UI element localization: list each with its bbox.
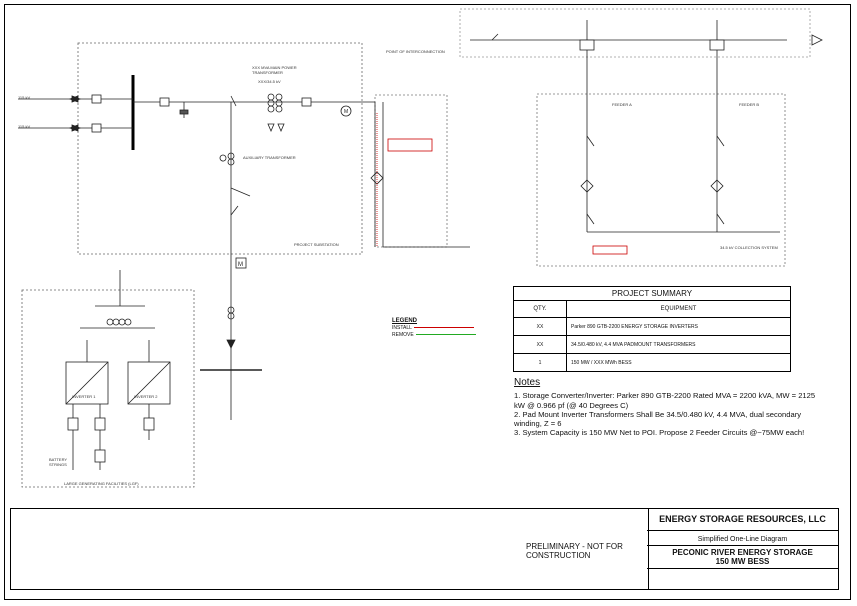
summary-qty-cell: XX bbox=[513, 317, 567, 336]
drawing-sheet bbox=[4, 4, 851, 600]
feeder-a-label: FEEDER A bbox=[612, 102, 632, 107]
inverter-1-label: INVERTER 1 bbox=[72, 394, 96, 399]
summary-qty-header: QTY. bbox=[513, 300, 567, 318]
notes-section: Notes 1. Storage Converter/Inverter: Par… bbox=[514, 377, 824, 438]
summary-qty-cell: 1 bbox=[513, 353, 567, 372]
legend-install-swatch bbox=[413, 327, 474, 328]
utility-boundary bbox=[459, 8, 811, 58]
company-name: ENERGY STORAGE RESOURCES, LLC bbox=[659, 514, 826, 524]
list-item: 1. Storage Converter/Inverter: Parker 89… bbox=[514, 391, 816, 410]
legend-item-remove: REMOVE bbox=[392, 331, 476, 338]
aux-xfmr-label: AUXILIARY TRANSFORMER bbox=[243, 155, 296, 160]
collection-label: 34.5 kV COLLECTION SYSTEM bbox=[720, 245, 778, 250]
project-summary-table: PROJECT SUMMARY QTY. EQUIPMENT XX Parker… bbox=[513, 286, 791, 372]
legend-title: LEGEND bbox=[392, 318, 418, 324]
summary-qty-cell: XX bbox=[513, 335, 567, 354]
notes-title: Notes bbox=[514, 377, 541, 388]
project-name: PECONIC RIVER ENERGY STORAGE 150 MW BESS bbox=[647, 548, 838, 566]
poi-boundary bbox=[374, 94, 448, 248]
feeder-b-label: FEEDER B bbox=[739, 102, 760, 107]
project-substation-label: PROJECT SUBSTATION bbox=[294, 242, 339, 247]
battery-label: BATTERY STRINGS bbox=[49, 457, 68, 467]
legend-remove-swatch bbox=[415, 334, 476, 335]
lgf-label: LARGE GENERATING FACILITIES (LGF) bbox=[64, 481, 139, 486]
svg-text:M: M bbox=[238, 262, 243, 268]
inverter-2-label: INVERTER 2 bbox=[134, 394, 158, 399]
legend-remove-label: REMOVE bbox=[392, 331, 414, 338]
summary-equipment-cell: 34.5/0.480 kV, 4.4 MVA PADMOUNT TRANSFOR… bbox=[566, 335, 791, 354]
main-tx-rating: XXX/34.5 kV bbox=[258, 79, 281, 84]
collection-boundary bbox=[536, 93, 786, 267]
legend: LEGEND INSTALL REMOVE bbox=[392, 318, 476, 338]
project-capacity: 150 MW BESS bbox=[715, 557, 770, 566]
list-item: 3. System Capacity is 150 MW Net to POI.… bbox=[514, 428, 805, 438]
poi-label: POINT OF INTERCONNECTION bbox=[386, 49, 445, 54]
summary-equipment-cell: 150 MW / XXX MWh BESS bbox=[566, 353, 791, 372]
line-a-label: 115 kV bbox=[18, 95, 31, 100]
legend-install-label: INSTALL bbox=[392, 324, 412, 331]
summary-equipment-cell: Parker 890 GTB-2200 ENERGY STORAGE INVER… bbox=[566, 317, 791, 336]
list-item: 2. Pad Mount Inverter Transformers Shall… bbox=[514, 409, 802, 429]
summary-equipment-header: EQUIPMENT bbox=[566, 300, 791, 318]
table-row: XX 34.5/0.480 kV, 4.4 MVA PADMOUNT TRANS… bbox=[513, 335, 791, 354]
install-mark bbox=[387, 138, 433, 152]
table-row: XX Parker 890 GTB-2200 ENERGY STORAGE IN… bbox=[513, 317, 791, 336]
project-title: PECONIC RIVER ENERGY STORAGE bbox=[672, 548, 813, 557]
preliminary-stamp: PRELIMINARY - NOT FOR CONSTRUCTION bbox=[526, 542, 623, 560]
lgf-boundary bbox=[21, 289, 195, 488]
legend-item-install: INSTALL bbox=[392, 324, 476, 331]
summary-title: PROJECT SUMMARY bbox=[513, 286, 791, 301]
table-row: 1 150 MW / XXX MWh BESS bbox=[513, 353, 791, 372]
install-mark-b bbox=[592, 245, 628, 255]
notes-list: 1. Storage Converter/Inverter: Parker 89… bbox=[514, 391, 824, 437]
drawing-subtitle: Simplified One-Line Diagram bbox=[697, 536, 788, 543]
company-box: ENERGY STORAGE RESOURCES, LLC Simplified… bbox=[647, 510, 838, 588]
substation-boundary bbox=[77, 42, 363, 255]
svg-text:M: M bbox=[344, 109, 348, 115]
title-block bbox=[10, 508, 839, 590]
line-b-label: 115 kV bbox=[18, 124, 31, 129]
main-tx-label: XXX MVA MAIN POWER TRANSFORMER bbox=[252, 65, 297, 75]
